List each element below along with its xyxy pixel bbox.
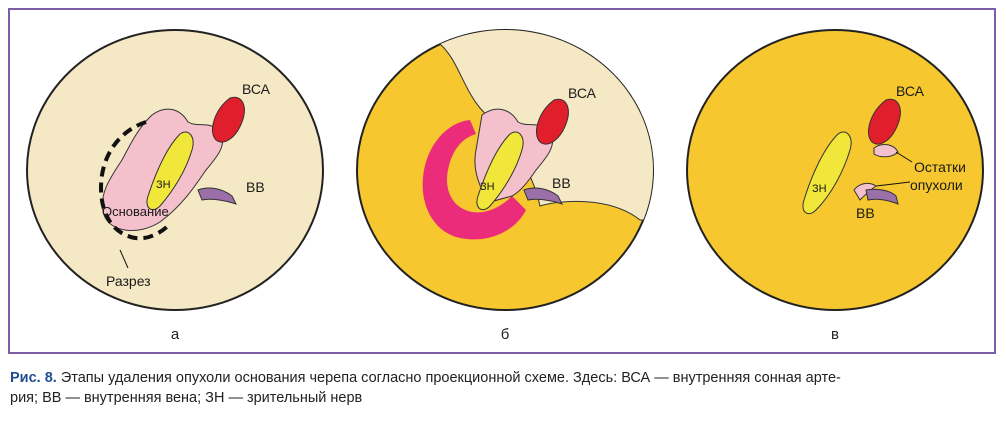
caption-label: Рис. 8.: [10, 370, 57, 386]
label-incision: Разрез: [106, 273, 151, 289]
tumor-remnant-lower: [853, 182, 877, 201]
internal-carotid-artery: [536, 98, 569, 145]
optic-nerve: [802, 131, 852, 215]
label-base: Основание: [102, 204, 169, 219]
internal-vein: [197, 187, 237, 205]
figure-caption: Рис. 8. Этапы удаления опухоли основания…: [10, 368, 1000, 408]
label-ica: ВСА: [568, 85, 597, 101]
remnant-pointer-upper: [895, 151, 913, 163]
label-iv: ВВ: [856, 205, 875, 221]
panel-b-diagram: ВСА ВВ ЗН: [356, 29, 654, 311]
incision-line: [99, 120, 172, 241]
panel-b: ВСА ВВ ЗН б: [340, 10, 670, 352]
panel-letter: в: [831, 326, 839, 343]
figure-frame: ВСА ВВ ЗН Основание Разрез а ВСА ВВ: [8, 8, 996, 354]
label-iv: ВВ: [246, 179, 265, 195]
caption-line-1: Рис. 8. Этапы удаления опухоли основания…: [10, 368, 1000, 388]
remnant-pointer-lower: [875, 181, 911, 187]
panel-letter: б: [500, 326, 510, 343]
label-remnants-line2: опухоли: [910, 177, 963, 193]
panel-c-diagram: ВСА ВВ ЗН Остатки опухоли: [686, 29, 984, 311]
label-on: ЗН: [156, 179, 171, 191]
label-on: ЗН: [812, 183, 827, 195]
panel-a-diagram: ВСА ВВ ЗН Основание Разрез: [26, 29, 324, 311]
label-on: ЗН: [480, 181, 495, 193]
optic-nerve: [146, 131, 194, 211]
caption-line-2: рия; ВВ — внутренняя вена; ЗН — зрительн…: [10, 390, 363, 406]
optic-nerve: [476, 131, 524, 211]
panel-c: ВСА ВВ ЗН Остатки опухоли в: [670, 10, 1000, 352]
label-iv: ВВ: [552, 175, 571, 191]
internal-carotid-artery: [868, 98, 901, 145]
label-remnants-line1: Остатки: [914, 159, 966, 175]
internal-carotid-artery: [212, 96, 245, 143]
internal-vein: [865, 188, 899, 205]
label-ica: ВСА: [242, 81, 271, 97]
caption-text-1: Этапы удаления опухоли основания черепа …: [56, 370, 841, 386]
internal-vein: [523, 187, 563, 205]
tumor-remnant-upper: [873, 144, 899, 158]
tumor-removed-portion: [422, 120, 526, 240]
incision-pointer: [119, 249, 129, 269]
panel-a: ВСА ВВ ЗН Основание Разрез а: [10, 10, 340, 352]
label-ica: ВСА: [896, 83, 925, 99]
panel-letter: а: [170, 326, 180, 343]
